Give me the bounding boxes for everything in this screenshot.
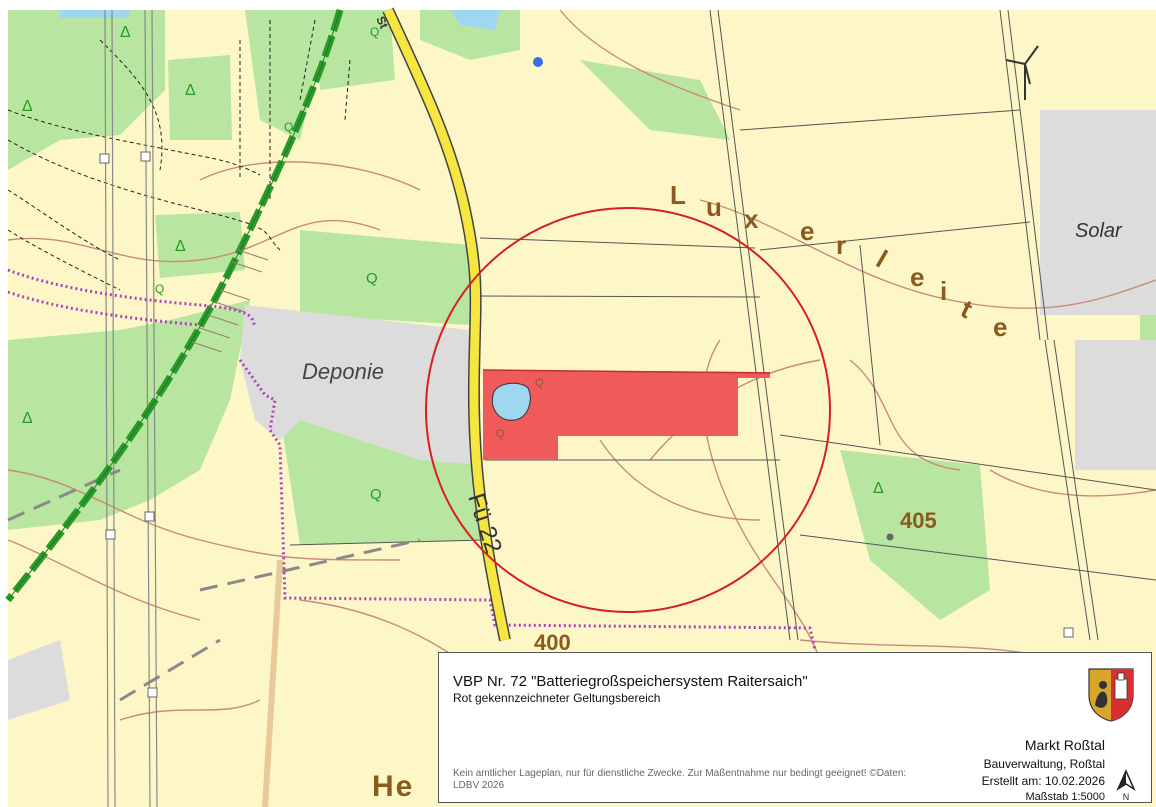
tree-symbol: Q	[370, 486, 382, 503]
field-boundaries	[289, 9, 1156, 641]
coat-of-arms-icon	[1088, 668, 1134, 722]
municipality: Markt Roßtal	[1024, 737, 1105, 753]
luxerleite-letter: u	[706, 192, 723, 222]
pylons	[99, 151, 1074, 698]
elevation-405: 405	[900, 508, 937, 533]
solar-area-2	[1075, 340, 1156, 470]
elevation-400: 400	[534, 630, 571, 655]
tree-symbol: Q	[366, 270, 378, 287]
tree-symbol: Q	[155, 282, 165, 296]
left-margin	[0, 0, 8, 807]
plan-title: VBP Nr. 72 "Batteriegroßspeichersystem R…	[453, 673, 808, 690]
wood-symbol: Δ	[873, 480, 884, 497]
wood-symbol: Δ	[120, 24, 131, 41]
buffer-circle	[425, 207, 831, 613]
deponie-label: Deponie	[302, 359, 384, 384]
scale: Maßstab 1:5000	[1025, 791, 1106, 803]
wood-symbol: Δ	[185, 82, 196, 99]
map-info-panel: VBP Nr. 72 "Batteriegroßspeichersystem R…	[438, 652, 1152, 803]
tree-symbol: Q	[535, 377, 544, 389]
landfill-area	[240, 305, 480, 465]
north-label: N	[1123, 792, 1130, 801]
solar-label: Solar	[1075, 220, 1122, 242]
luxerleite-letter: x	[744, 204, 760, 234]
tree-symbol: Q	[284, 120, 294, 134]
water-point	[533, 57, 543, 67]
place-label-he: He	[372, 770, 415, 803]
wood-symbol: Δ	[175, 238, 186, 255]
forest-areas	[8, 10, 990, 620]
embankment	[191, 249, 269, 353]
wind-turbine-icon	[1005, 45, 1039, 100]
pond	[491, 382, 531, 421]
main-road	[383, 8, 510, 641]
luxerleite-letter: e	[800, 216, 816, 246]
created-date: Erstellt am: 10.02.2026	[981, 774, 1105, 788]
luxerleite-letter: e	[993, 312, 1009, 342]
luxerleite-letter: i	[940, 276, 949, 306]
tracks	[7, 468, 421, 702]
tree-symbol: Q	[496, 428, 505, 440]
disclaimer: Kein amtlicher Lageplan, nur für dienstl…	[453, 768, 907, 791]
top-margin	[0, 0, 1156, 10]
department: Bauverwaltung, Roßtal	[983, 757, 1105, 771]
water-top	[60, 10, 130, 18]
paths	[7, 19, 351, 291]
contour-lines	[7, 9, 1156, 721]
north-arrow-icon: N	[1116, 769, 1136, 801]
admin-boundary	[7, 268, 817, 651]
plan-area	[483, 370, 770, 460]
tree-symbol: Q	[370, 25, 380, 39]
wood-symbol: Δ	[22, 410, 33, 427]
solar-area	[1040, 110, 1156, 315]
luxerleite-letter: r	[836, 230, 848, 260]
plan-subtitle: Rot gekennzeichneter Geltungsbereich	[453, 691, 661, 705]
wood-symbol: Δ	[22, 98, 33, 115]
luxerleite-letter: e	[910, 262, 926, 292]
luxerleite-letter: L	[670, 180, 687, 210]
